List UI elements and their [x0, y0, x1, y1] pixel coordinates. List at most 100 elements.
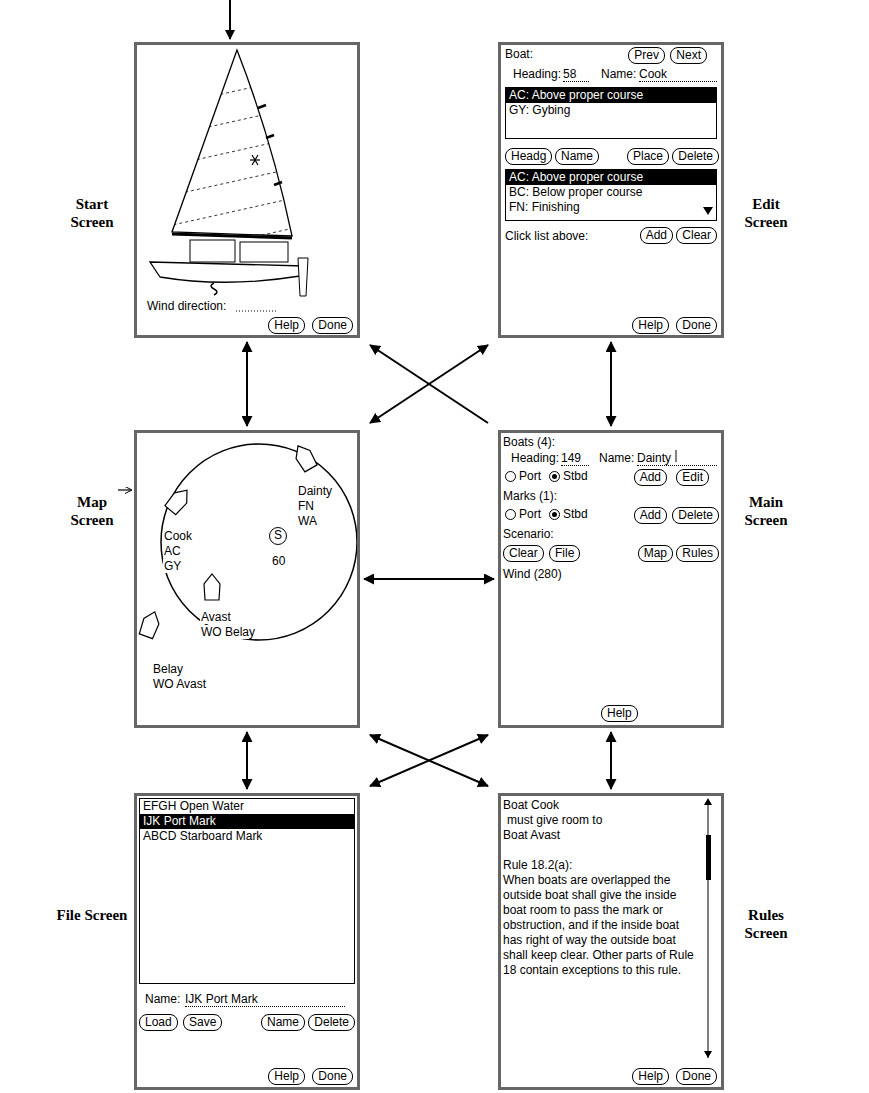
- button-label: Name: [561, 149, 593, 163]
- button: Rules: [676, 545, 719, 562]
- navigation-arrow: [246, 732, 248, 789]
- sail-star: [250, 155, 260, 165]
- screen-frame: Edit ScreenBoat:Heading:58Name:CookClick…: [498, 42, 724, 338]
- button: Delete: [672, 148, 719, 165]
- screen-title: File Screen: [55, 906, 129, 924]
- button-label: Done: [682, 1069, 711, 1083]
- screen-text: Rule 18.2(a):: [503, 858, 572, 872]
- list-box: AC: Above proper courseGY: Gybing: [505, 87, 717, 139]
- rudder: [298, 258, 308, 296]
- button: Clear: [503, 545, 544, 562]
- wind-arrow: [118, 489, 131, 490]
- zone-circle: [161, 444, 357, 640]
- button: Name: [555, 148, 599, 165]
- screen-text: Belay: [152, 662, 184, 676]
- screen-title: Rules Screen: [729, 906, 803, 942]
- radio-button: [549, 471, 560, 482]
- navigation-arrow: [246, 342, 248, 426]
- radio-button: [549, 509, 560, 520]
- button-label: Prev: [634, 48, 659, 62]
- button: Help: [268, 317, 305, 334]
- batten: [150, 160, 330, 200]
- screen-text: WO Avast: [152, 677, 207, 691]
- screen-text: Name:: [145, 992, 180, 1006]
- screen-text: 149: [561, 451, 589, 466]
- navigation-arrow: [370, 345, 488, 423]
- navigation-arrow: [370, 345, 488, 423]
- button: Done: [312, 1068, 353, 1085]
- button-label: Save: [189, 1015, 216, 1029]
- button: Name: [261, 1014, 305, 1031]
- list-item: IJK Port Mark: [140, 814, 354, 829]
- list-item: AC: Above proper course: [506, 88, 716, 103]
- button-label: Next: [676, 48, 701, 62]
- boom: [172, 234, 292, 238]
- button: Delete: [308, 1014, 355, 1031]
- screen-text: Wind (280): [503, 567, 562, 581]
- list-item: AC: Above proper course: [506, 170, 716, 185]
- screen-text: Stbd: [563, 469, 588, 483]
- boat: [291, 442, 318, 473]
- screen-text: FN: [297, 499, 315, 513]
- screen-frame: Main ScreenBoats (4):Heading:149Name:Dai…: [498, 430, 724, 728]
- button-label: Delete: [314, 1015, 349, 1029]
- button-label: Done: [318, 318, 347, 332]
- button: Prev: [628, 47, 665, 64]
- screen-text: Stbd: [563, 507, 588, 521]
- button: Edit: [676, 469, 709, 486]
- button-label: Help: [607, 706, 632, 720]
- scrollbar-thumb: [706, 835, 711, 880]
- sail: [172, 50, 292, 236]
- telltale: [258, 105, 266, 108]
- centerboard: [211, 283, 217, 295]
- scroll-up: [704, 798, 712, 805]
- button: Load: [139, 1014, 178, 1031]
- button-label: Rules: [682, 546, 713, 560]
- button: Help: [632, 1068, 669, 1085]
- screen-text: Cook: [163, 529, 193, 543]
- screen-text: Dainty: [637, 451, 717, 466]
- navigation-arrow: [370, 735, 488, 786]
- screen-text: Dainty: [297, 484, 333, 498]
- screen-text: Boat Cook: [503, 798, 559, 812]
- cockpit: [240, 242, 288, 262]
- screen-text: Scenario:: [503, 527, 554, 541]
- button: Add: [634, 507, 667, 524]
- screen-text: Click list above:: [505, 229, 588, 243]
- button-label: File: [555, 546, 574, 560]
- screen-text: Avast: [200, 610, 232, 624]
- button-label: Add: [640, 508, 661, 522]
- sail-battens: [150, 70, 330, 260]
- navigation-arrow: [610, 732, 612, 789]
- start-mark: S: [269, 527, 287, 545]
- button-label: Add: [646, 228, 667, 242]
- button-label: Edit: [682, 470, 703, 484]
- screen-text: Wind direction:: [147, 299, 226, 313]
- deck-box: [190, 240, 235, 262]
- screen-text: IJK Port Mark: [185, 992, 345, 1007]
- screen-title: Main Screen: [729, 493, 803, 529]
- button-label: Help: [638, 318, 663, 332]
- button: File: [549, 545, 580, 562]
- screen-title: Start Screen: [55, 195, 129, 231]
- button: Done: [676, 1068, 717, 1085]
- button: Add: [634, 469, 667, 486]
- boat: [204, 574, 220, 600]
- button: Help: [632, 317, 669, 334]
- button-label: Headg: [511, 149, 546, 163]
- input-field: [236, 311, 276, 312]
- button: Place: [627, 148, 669, 165]
- button-label: Place: [633, 149, 663, 163]
- text-cursor: [676, 450, 677, 462]
- screen-text: AC: [163, 544, 182, 558]
- screen-text: Heading:: [511, 451, 559, 465]
- radio-button: [505, 509, 516, 520]
- button: Clear: [676, 227, 717, 244]
- screen-text: Boat:: [505, 47, 533, 61]
- scroll-arrow: [703, 207, 713, 215]
- screen-text: GY: [163, 559, 182, 573]
- button: Done: [312, 317, 353, 334]
- entry-arrow: [229, 0, 231, 39]
- screen-text: Heading:: [513, 67, 561, 81]
